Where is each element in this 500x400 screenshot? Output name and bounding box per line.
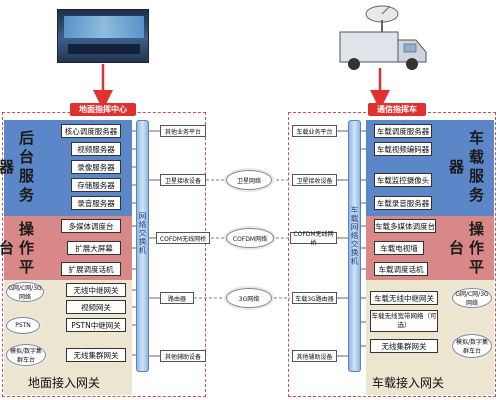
ground-if-business: 其他业务平台 bbox=[160, 125, 206, 137]
ground-if-cofdm: COFDM无线网桥 bbox=[156, 232, 210, 244]
ground-network-switch-bus bbox=[136, 120, 149, 372]
command-center-photo bbox=[57, 9, 149, 63]
vehicle-if-3g-router: 车载3G路由器 bbox=[292, 292, 337, 304]
ground-server-core: 核心调度服务器 bbox=[61, 124, 121, 138]
ground-ops-screen: 扩展大屏幕 bbox=[67, 241, 121, 255]
ground-server-audio: 录音服务器 bbox=[71, 196, 121, 210]
ground-ops-console: 多媒体调度台 bbox=[61, 219, 121, 233]
ground-ext-mobile: G网/C网/3G网络 bbox=[6, 282, 44, 302]
vehicle-server-encoder: 车载视频编码器 bbox=[374, 142, 432, 156]
command-vehicle-icon bbox=[339, 5, 427, 70]
vehicle-gw-trunking: 无线集群网关 bbox=[370, 339, 438, 353]
vehicle-ops-phone: 车载调度话机 bbox=[374, 262, 428, 276]
ground-gw-video: 视频网关 bbox=[66, 300, 126, 314]
ground-network-switch-label: 网络交换机 bbox=[138, 212, 147, 255]
ground-center-header: 地面指挥中心 bbox=[70, 103, 136, 116]
satellite-network-cloud: 卫星网络 bbox=[226, 170, 272, 190]
vehicle-ops-tvwall: 车载电视墙 bbox=[374, 241, 424, 255]
ground-ext-pstn: PSTN bbox=[6, 317, 40, 334]
ground-gw-relay: 无线中继网关 bbox=[66, 283, 126, 297]
3g-network-cloud: 3G网络 bbox=[226, 288, 272, 308]
ground-gateway-title: 地面接入网关 bbox=[28, 376, 101, 390]
ground-server-record: 录像服务器 bbox=[71, 160, 121, 174]
vehicle-server-camera: 车载监控摄像头 bbox=[374, 173, 432, 187]
ground-ops-title: 操作平台 bbox=[0, 220, 35, 278]
vehicle-server-audio: 车载录音服务器 bbox=[374, 196, 432, 210]
ground-server-video: 视频服务器 bbox=[71, 142, 121, 156]
ground-if-aux: 其他辅助设备 bbox=[160, 350, 206, 362]
vehicle-if-cofdm: COFDM无线网桥 bbox=[290, 231, 337, 247]
vehicle-gw-broadband: 车载无线宽带网络（可选） bbox=[370, 310, 438, 332]
ground-backend-title: 后台服务器 bbox=[0, 130, 35, 206]
ground-gw-pstn: PSTN中继网关 bbox=[66, 318, 126, 332]
vehicle-gw-relay: 车载无线中继网关 bbox=[370, 291, 438, 305]
cofdm-network-cloud: COFDM网络 bbox=[226, 228, 274, 248]
vehicle-ops-console: 车载多媒体调度台 bbox=[374, 219, 436, 233]
ground-gw-trunking: 无线集群网关 bbox=[66, 348, 126, 362]
ground-if-router: 路由器 bbox=[160, 292, 194, 304]
ground-server-storage: 存储服务器 bbox=[71, 178, 121, 192]
vehicle-ext-mobile: G网/C网/3G网络 bbox=[452, 288, 492, 308]
vehicle-server-dispatch: 车载调度服务器 bbox=[374, 124, 432, 138]
ground-if-satellite: 卫星接收设备 bbox=[160, 174, 206, 186]
vehicle-if-aux: 其他辅助设备 bbox=[292, 350, 337, 362]
vehicle-gateway-title: 车载接入网关 bbox=[372, 376, 445, 390]
vehicle-network-switch-bus bbox=[348, 120, 361, 372]
vehicle-header: 通信指挥车 bbox=[368, 103, 426, 116]
vehicle-if-business: 车载业务平台 bbox=[292, 125, 337, 137]
vehicle-ops-title: 操作平台 bbox=[447, 220, 485, 278]
vehicle-backend-title: 车载服务器 bbox=[447, 130, 485, 206]
vehicle-network-switch-label: 车载网络交换机 bbox=[350, 206, 359, 266]
vehicle-if-satellite: 卫星接收设备 bbox=[292, 174, 337, 186]
ground-ext-trunking: 模拟/数字集群车台 bbox=[6, 344, 46, 366]
ground-ops-phone: 扩展调度话机 bbox=[61, 262, 121, 276]
vehicle-ext-trunking: 模拟/数字集群车台 bbox=[452, 334, 492, 358]
